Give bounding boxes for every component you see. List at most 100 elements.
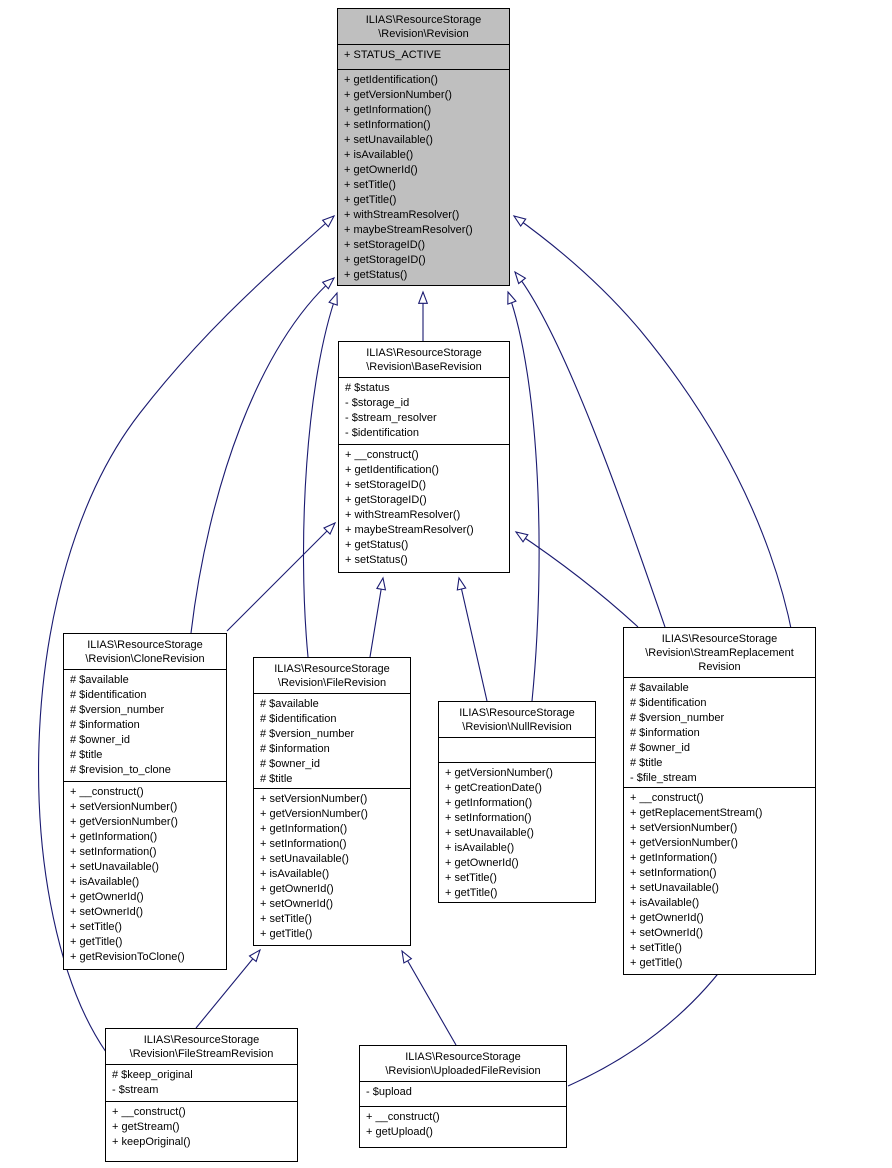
attribute-row: # $information	[630, 727, 700, 739]
class-title-line: ILIAS\ResourceStorage	[87, 639, 203, 651]
method-row: + withStreamResolver()	[345, 509, 461, 521]
edge-streamreplacementrevision-to-baserevision	[514, 531, 639, 628]
class-attributes-uploadedfilerevision: - $upload	[360, 1082, 566, 1107]
class-title-line: \Revision\NullRevision	[462, 721, 572, 733]
method-row: + __construct()	[112, 1106, 186, 1118]
edge-streamreplacementrevision-to-revision	[514, 270, 666, 628]
method-row: + __construct()	[345, 449, 419, 461]
class-title-clonerevision: ILIAS\ResourceStorage\Revision\CloneRevi…	[64, 634, 226, 670]
method-row: + __construct()	[630, 792, 704, 804]
method-row: + getVersionNumber()	[344, 89, 452, 101]
attribute-row: # $version_number	[260, 728, 355, 740]
attribute-row: # $title	[260, 773, 293, 785]
method-row: + __construct()	[366, 1111, 440, 1123]
method-row: + getReplacementStream()	[630, 807, 763, 819]
method-row: + getTitle()	[344, 194, 397, 206]
method-row: + getInformation()	[630, 852, 718, 864]
class-attributes-baserevision: # $status- $storage_id- $stream_resolver…	[339, 378, 509, 445]
attribute-row: # $identification	[260, 713, 337, 725]
method-row: + maybeStreamResolver()	[345, 524, 474, 536]
edge-filestreamrevision-to-filerevision	[195, 948, 261, 1029]
method-row: + getInformation()	[445, 797, 533, 809]
method-row: + getInformation()	[344, 104, 432, 116]
class-box-clonerevision[interactable]: ILIAS\ResourceStorage\Revision\CloneRevi…	[63, 633, 227, 970]
method-row: + setUnavailable()	[344, 134, 433, 146]
method-row: + setOwnerId()	[70, 906, 144, 918]
class-title-line: ILIAS\ResourceStorage	[459, 707, 575, 719]
attribute-row: # $revision_to_clone	[70, 764, 171, 776]
method-row: + setTitle()	[260, 913, 312, 925]
method-row: + isAvailable()	[630, 897, 700, 909]
class-title-line: ILIAS\ResourceStorage	[405, 1051, 521, 1063]
class-attributes-revision: + STATUS_ACTIVE	[338, 45, 509, 70]
attribute-row: # $owner_id	[630, 742, 690, 754]
method-row: + isAvailable()	[344, 149, 414, 161]
method-row: + setInformation()	[344, 119, 431, 131]
method-row: + getOwnerId()	[445, 857, 519, 869]
method-row: + keepOriginal()	[112, 1136, 191, 1148]
method-row: + getOwnerId()	[344, 164, 418, 176]
attribute-row: # $title	[630, 757, 663, 769]
attribute-row: # $identification	[70, 689, 147, 701]
method-row: + getTitle()	[630, 957, 683, 969]
edge-filestreamrevision-to-revision	[38, 215, 336, 1053]
attribute-row: - $file_stream	[630, 772, 697, 784]
method-row: + setTitle()	[445, 872, 497, 884]
class-box-filestreamrevision[interactable]: ILIAS\ResourceStorage \Revision\FileStrea…	[105, 1028, 298, 1162]
class-title-line: ILIAS\ResourceStorage	[274, 663, 390, 675]
class-attributes-filerevision: # $available# $identification# $version_…	[254, 694, 410, 789]
class-title-line: \Revision\Revision	[378, 28, 469, 40]
class-box-nullrevision[interactable]: ILIAS\ResourceStorage \Revision\NullRevis…	[438, 701, 596, 903]
edge-nullrevision-to-revision	[507, 290, 540, 702]
method-row: + withStreamResolver()	[344, 209, 460, 221]
method-row: + getTitle()	[445, 887, 498, 899]
class-attributes-nullrevision	[439, 738, 595, 763]
method-row: + getInformation()	[70, 831, 158, 843]
method-row: + getOwnerId()	[260, 883, 334, 895]
class-title-line: \Revision\StreamReplacement	[645, 647, 794, 659]
class-title-filestreamrevision: ILIAS\ResourceStorage \Revision\FileStrea…	[106, 1029, 297, 1065]
class-box-baserevision[interactable]: ILIAS\ResourceStorage\Revision\BaseRevis…	[338, 341, 510, 573]
class-attributes-streamreplacementrevision: # $available# $identification# $version_…	[624, 678, 815, 788]
attribute-row: # $title	[70, 749, 103, 761]
edge-nullrevision-to-baserevision	[456, 576, 488, 702]
attribute-row: # $identification	[630, 697, 707, 709]
method-row: + setVersionNumber()	[630, 822, 738, 834]
edge-filerevision-to-revision	[302, 291, 338, 658]
method-row: + setStorageID()	[345, 479, 427, 491]
class-title-line: \Revision\FileRevision	[277, 677, 387, 689]
method-row: + getStorageID()	[344, 254, 426, 266]
class-box-streamreplacementrevision[interactable]: ILIAS\ResourceStorage\Revision\StreamRep…	[623, 627, 816, 975]
method-row: + setVersionNumber()	[70, 801, 178, 813]
class-title-line: ILIAS\ResourceStorage	[365, 14, 482, 26]
class-title-revision: ILIAS\ResourceStorage \Revision\Revision	[338, 9, 509, 45]
attribute-row: # $keep_original	[112, 1069, 193, 1081]
method-row: + getStorageID()	[345, 494, 427, 506]
class-box-uploadedfilerevision[interactable]: ILIAS\ResourceStorage \Revision\UploadedF…	[359, 1045, 567, 1148]
edge-filerevision-to-baserevision	[369, 576, 387, 658]
edge-uploadedfilerevision-to-filerevision	[401, 949, 457, 1046]
attribute-row: + STATUS_ACTIVE	[344, 49, 442, 61]
class-title-filerevision: ILIAS\ResourceStorage \Revision\FileRevis…	[254, 658, 410, 694]
method-row: + getStream()	[112, 1121, 180, 1133]
method-row: + setOwnerId()	[260, 898, 334, 910]
class-methods-filestreamrevision: + __construct() + getStream() + keepOrigin…	[106, 1102, 297, 1161]
attribute-row: # $version_number	[70, 704, 165, 716]
class-title-line: \Revision\UploadedFileRevision	[385, 1065, 541, 1077]
edge-clonerevision-to-baserevision	[226, 521, 337, 632]
method-row: + setStatus()	[345, 554, 408, 566]
class-title-line: \Revision\BaseRevision	[366, 361, 482, 373]
class-box-filerevision[interactable]: ILIAS\ResourceStorage \Revision\FileRevis…	[253, 657, 411, 946]
method-row: + getVersionNumber()	[70, 816, 178, 828]
class-attributes-filestreamrevision: # $keep_original- $stream	[106, 1065, 297, 1102]
class-title-line: ILIAS\ResourceStorage	[143, 1034, 260, 1046]
attribute-row: - $upload	[366, 1086, 412, 1098]
attribute-row: # $owner_id	[70, 734, 130, 746]
method-row: + setStorageID()	[344, 239, 426, 251]
class-methods-filerevision: + setVersionNumber()+ getVersionNumber()…	[254, 789, 410, 945]
attribute-row: # $information	[260, 743, 330, 755]
attribute-row: - $storage_id	[345, 397, 410, 409]
class-title-line: \Revision\FileStreamRevision	[129, 1048, 274, 1060]
class-box-revision[interactable]: ILIAS\ResourceStorage\Revision\Revision …	[337, 8, 510, 286]
method-row: + setInformation()	[630, 867, 717, 879]
